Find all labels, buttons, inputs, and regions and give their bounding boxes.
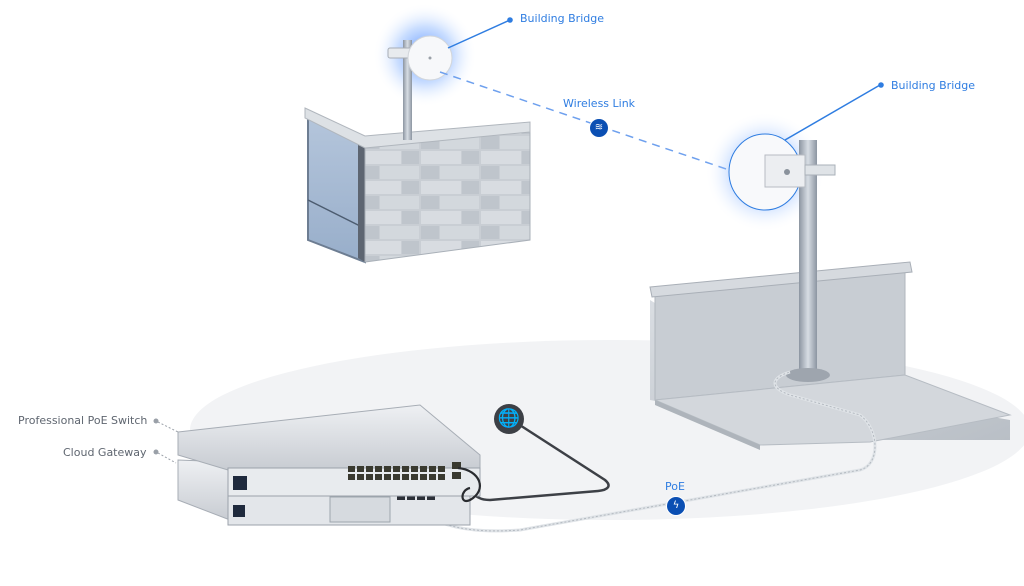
- wireless-link-label: Wireless Link: [563, 97, 636, 110]
- wireless-link-line: [439, 71, 736, 173]
- right-bridge-callout-dot: [878, 82, 884, 88]
- right-building-bridge-device[interactable]: [705, 112, 836, 382]
- left-building: [304, 107, 531, 264]
- left-building-bridge-device[interactable]: [373, 3, 477, 140]
- left-bridge-callout-dot: [507, 17, 513, 23]
- poe-label: PoE: [665, 480, 685, 493]
- globe-icon: 🌐: [494, 404, 524, 434]
- right-bridge-callout-line: [784, 84, 881, 141]
- poe-switch-callout-dot: [153, 418, 159, 424]
- lightning-bolt-icon: ϟ: [667, 497, 685, 515]
- cloud-gateway-label: Cloud Gateway: [63, 446, 147, 459]
- device-stack: [177, 404, 481, 526]
- left-building-bridge-label: Building Bridge: [520, 12, 604, 25]
- right-building: [649, 261, 1012, 450]
- right-building-bridge-label: Building Bridge: [891, 79, 975, 92]
- cloud-gateway-callout-line: [157, 452, 177, 464]
- cloud-gateway-callout-dot: [153, 449, 159, 455]
- poe-switch-label: Professional PoE Switch: [18, 414, 148, 427]
- left-bridge-callout-line: [447, 19, 511, 49]
- poe-switch-callout-line: [157, 421, 179, 433]
- wifi-signal-icon: ≋: [590, 119, 608, 137]
